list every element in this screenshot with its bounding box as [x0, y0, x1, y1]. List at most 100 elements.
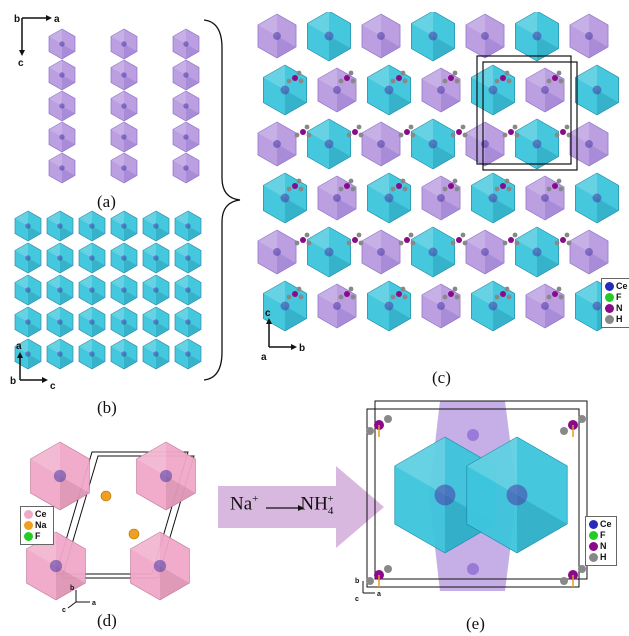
pink-polyhedron: [136, 441, 196, 511]
panel-e-caption: (e): [466, 614, 485, 633]
panel-b-axis-origin: b: [10, 376, 16, 387]
cyan-polyhedron: [46, 242, 74, 274]
panel-c-axis-h: b: [299, 343, 305, 354]
cyan-polyhedron: [110, 274, 138, 306]
cyan-polyhedron: [174, 274, 202, 306]
ammonium-group: [338, 178, 356, 192]
purple-polyhedron: [48, 121, 76, 153]
panel-d-legend: Ce Na F: [20, 506, 54, 545]
cyan-polyhedron: [466, 436, 568, 554]
ammonium-group: [294, 232, 312, 246]
panel-a-structure: b a c: [14, 14, 200, 184]
cyan-polyhedron: [14, 242, 42, 274]
cyan-polyhedron: [174, 306, 202, 338]
purple-polyhedron: [110, 90, 138, 122]
ammonium-group: [398, 232, 416, 246]
cyan-polyhedron: [410, 226, 456, 278]
legend-c-item: F: [605, 292, 629, 303]
legend-c-item: Ce: [605, 281, 629, 292]
ammonium-group: [494, 286, 512, 300]
legend-d-item: Ce: [24, 509, 50, 520]
ammonium-group: [346, 232, 364, 246]
purple-polyhedron: [172, 152, 200, 184]
purple-polyhedron: [361, 13, 401, 59]
cyan-polyhedron: [78, 274, 106, 306]
legend-d-item: Na: [24, 520, 50, 531]
panel-d-caption: (d): [97, 611, 117, 630]
ammonium-group: [390, 70, 408, 84]
purple-polyhedron: [465, 229, 505, 275]
ammonium-group: [554, 124, 572, 138]
purple-polyhedron: [110, 59, 138, 91]
ammonium-group: [366, 565, 392, 587]
cyan-polyhedron: [46, 210, 74, 242]
ammonium-group: [450, 232, 468, 246]
ammonium-group: [502, 232, 520, 246]
cyan-polyhedron: [110, 338, 138, 370]
ammonium-group: [286, 286, 304, 300]
cyan-polyhedron: [306, 12, 352, 62]
pink-polyhedron: [130, 531, 190, 601]
purple-polyhedron: [172, 28, 200, 60]
panel-c-caption: (c): [432, 368, 451, 387]
purple-polyhedron: [48, 90, 76, 122]
purple-polyhedron: [257, 13, 297, 59]
panel-a-axes: b a c: [14, 14, 60, 69]
cyan-polyhedron: [142, 306, 170, 338]
panel-a-axis-h: a: [54, 14, 60, 25]
panel-d-axes: b a c: [62, 585, 96, 613]
ammonium-group: [554, 232, 572, 246]
ammonium-group: [346, 124, 364, 138]
curly-brace: [203, 19, 241, 381]
cyan-polyhedron: [14, 210, 42, 242]
cyan-polyhedron: [514, 226, 560, 278]
legend-e-item: N: [589, 541, 613, 552]
purple-polyhedron: [525, 175, 565, 221]
ammonium-group: [286, 70, 304, 84]
ammonium-group: [286, 178, 304, 192]
cyan-polyhedron: [306, 118, 352, 170]
panel-b-structure: a b c: [10, 210, 202, 392]
ammonium-group: [546, 178, 564, 192]
cyan-polyhedron: [110, 242, 138, 274]
ammonium-group: [390, 286, 408, 300]
cyan-polyhedron: [78, 242, 106, 274]
cyan-polyhedron: [574, 64, 620, 116]
cyan-polyhedron: [306, 226, 352, 278]
panel-e-axis-h: a: [377, 591, 381, 598]
cyan-polyhedron: [14, 274, 42, 306]
pink-polyhedron: [30, 441, 90, 511]
ammonium-group: [338, 70, 356, 84]
cyan-polyhedron: [410, 12, 456, 62]
cyan-polyhedron: [514, 12, 560, 62]
cyan-polyhedron: [110, 210, 138, 242]
purple-polyhedron: [110, 121, 138, 153]
cyan-polyhedron: [14, 338, 42, 370]
purple-polyhedron: [465, 121, 505, 167]
purple-polyhedron: [172, 59, 200, 91]
ammonium-group: [546, 286, 564, 300]
panel-a-axis-origin: b: [14, 14, 20, 25]
legend-e-item: F: [589, 530, 613, 541]
cyan-polyhedron: [78, 306, 106, 338]
purple-polyhedron: [361, 229, 401, 275]
ce-atom: [467, 429, 479, 441]
purple-polyhedron: [48, 152, 76, 184]
cyan-polyhedron: [174, 242, 202, 274]
ce-atom: [467, 563, 479, 575]
ammonium-group: [442, 70, 460, 84]
legend-e-item: Ce: [589, 519, 613, 530]
cyan-polyhedron: [514, 118, 560, 170]
panel-d-axis-h: a: [92, 600, 96, 607]
cyan-polyhedron: [574, 172, 620, 224]
ammonium-group: [560, 565, 586, 587]
cyan-polyhedron: [46, 274, 74, 306]
cyan-polyhedron: [46, 338, 74, 370]
ammonium-group: [338, 286, 356, 300]
legend-c-item: N: [605, 303, 629, 314]
ammonium-group: [390, 178, 408, 192]
panel-e-axes: b a c: [355, 578, 381, 603]
cyan-polyhedron: [142, 274, 170, 306]
legend-e-item: H: [589, 552, 613, 563]
panel-c-legend: Ce F N H: [601, 278, 629, 328]
